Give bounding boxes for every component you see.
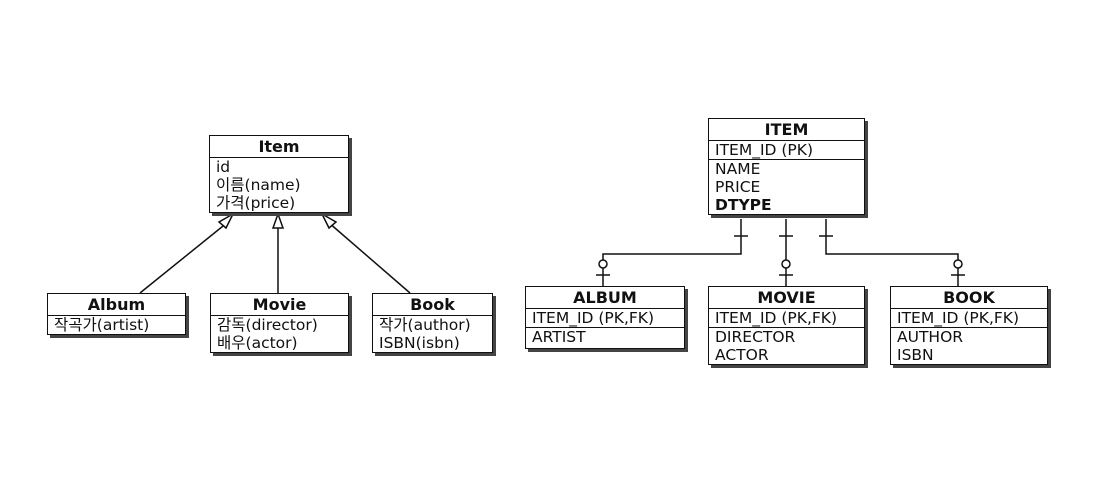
class-movie-attr: 감독(director) xyxy=(217,316,318,334)
class-album-attr: 작곡가(artist) xyxy=(54,316,150,334)
table-item-column-discriminator: DTYPE xyxy=(715,196,772,214)
class-movie-attr: 배우(actor) xyxy=(217,334,298,352)
class-book-title: Book xyxy=(373,294,492,316)
album-arrowhead-icon xyxy=(217,212,235,230)
album-relation-line xyxy=(602,219,742,286)
class-item-attr: 가격(price) xyxy=(216,194,296,212)
table-item-pk: ITEM_ID (PK) xyxy=(715,141,813,159)
class-movie: Movie 감독(director) 배우(actor) xyxy=(210,293,349,353)
book-relation-line xyxy=(825,219,959,286)
book-zero-icon xyxy=(953,259,963,269)
class-movie-title: Movie xyxy=(211,294,348,316)
table-album: ALBUM ITEM_ID (PK,FK) ARTIST xyxy=(525,286,685,349)
table-album-pk: ITEM_ID (PK,FK) xyxy=(532,309,655,327)
table-movie: MOVIE ITEM_ID (PK,FK) DIRECTOR ACTOR xyxy=(708,286,865,365)
table-book-pk: ITEM_ID (PK,FK) xyxy=(897,309,1020,327)
album-inheritance-line xyxy=(139,221,229,294)
table-item-column: PRICE xyxy=(715,178,761,196)
class-item: Item id 이름(name) 가격(price) xyxy=(209,135,349,213)
class-item-attr: 이름(name) xyxy=(216,176,301,194)
class-book-attr: ISBN(isbn) xyxy=(379,334,460,352)
movie-zero-icon xyxy=(781,259,791,269)
class-item-attr: id xyxy=(216,158,231,176)
table-item-column: NAME xyxy=(715,160,761,178)
book-arrowhead-icon xyxy=(320,212,338,230)
table-book: BOOK ITEM_ID (PK,FK) AUTHOR ISBN xyxy=(890,286,1048,365)
table-album-title: ALBUM xyxy=(526,287,684,309)
table-item: ITEM ITEM_ID (PK) NAME PRICE DTYPE xyxy=(708,118,865,215)
table-book-column: ISBN xyxy=(897,346,934,364)
book-inheritance-line xyxy=(327,221,411,294)
album-zero-icon xyxy=(598,259,608,269)
class-book: Book 작가(author) ISBN(isbn) xyxy=(372,293,493,353)
table-movie-column: DIRECTOR xyxy=(715,328,796,346)
table-movie-column: ACTOR xyxy=(715,346,769,364)
table-movie-pk: ITEM_ID (PK,FK) xyxy=(715,309,838,327)
table-movie-title: MOVIE xyxy=(709,287,864,309)
class-album-title: Album xyxy=(48,294,185,316)
class-item-title: Item xyxy=(210,136,348,158)
class-album: Album 작곡가(artist) xyxy=(47,293,186,335)
table-item-title: ITEM xyxy=(709,119,864,141)
table-book-title: BOOK xyxy=(891,287,1047,309)
table-book-column: AUTHOR xyxy=(897,328,964,346)
table-album-column: ARTIST xyxy=(532,328,586,346)
class-book-attr: 작가(author) xyxy=(379,316,471,334)
movie-arrowhead-icon xyxy=(271,211,285,229)
